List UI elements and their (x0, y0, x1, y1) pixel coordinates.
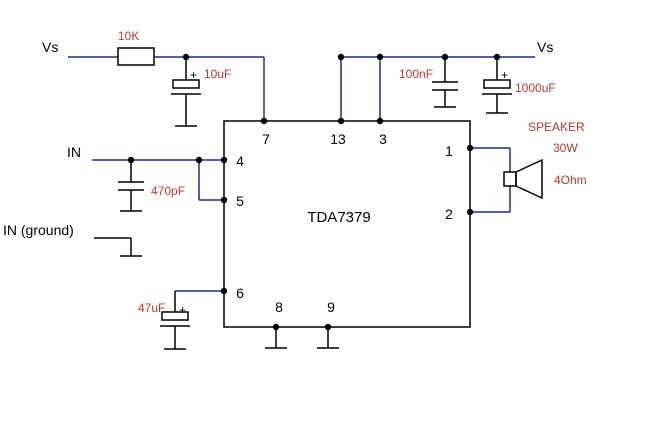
speaker-icon (503, 158, 543, 200)
cap-1000uf-plus: + (501, 68, 508, 82)
ic-body (223, 120, 471, 328)
junction-pin2 (466, 208, 474, 216)
pin-13-label: 13 (330, 131, 346, 147)
pin-6-label: 6 (236, 285, 244, 301)
junction-pin3 (376, 117, 384, 125)
capacitor-100nf (432, 57, 458, 108)
junction-pin1 (466, 144, 474, 152)
pin-5-label: 5 (236, 193, 244, 209)
cap-10uf-value: 10uF (204, 67, 231, 81)
junction-pin4 (220, 156, 228, 164)
speaker-impedance: 4Ohm (554, 173, 587, 187)
cap-470pf-value: 470pF (151, 184, 185, 198)
junction-pin7 (260, 117, 268, 125)
junction-top-3 (376, 53, 384, 61)
pin-9-label: 9 (327, 299, 335, 315)
junction-top-13 (337, 53, 345, 61)
capacitor-47uf (160, 291, 190, 350)
pin-3-label: 3 (379, 131, 387, 147)
cap-47uf-value: 47uF (138, 301, 165, 315)
pin-4-label: 4 (236, 153, 244, 169)
capacitor-1000uf (482, 57, 512, 114)
cap-100nf-value: 100nF (399, 67, 433, 81)
speaker-power: 30W (553, 141, 578, 155)
cap-10uf-plus: + (190, 68, 197, 82)
pin-7-label: 7 (262, 131, 270, 147)
capacitor-10uf (171, 57, 201, 127)
pin-1-label: 1 (445, 143, 453, 159)
junction-pin9 (324, 323, 332, 331)
pin-2-label: 2 (445, 206, 453, 222)
junction-pin13 (337, 117, 345, 125)
junction-pin8 (272, 323, 280, 331)
pin-8-label: 8 (275, 299, 283, 315)
resistor-value: 10K (118, 29, 139, 43)
junction-pin5 (220, 196, 228, 204)
junction-4-5 (195, 156, 203, 164)
input-ground-label: IN (ground) (3, 222, 74, 238)
input-label: IN (67, 144, 81, 160)
vs-left-label: Vs (42, 39, 58, 55)
cap-47uf-plus: + (179, 303, 186, 317)
resistor-10k (117, 47, 155, 66)
capacitor-470pf (118, 160, 144, 212)
junction-pin6 (220, 287, 228, 295)
ic-name: TDA7379 (307, 209, 370, 226)
vs-right-label: Vs (537, 39, 553, 55)
cap-1000uf-value: 1000uF (515, 81, 556, 95)
speaker-label: SPEAKER (528, 120, 585, 134)
